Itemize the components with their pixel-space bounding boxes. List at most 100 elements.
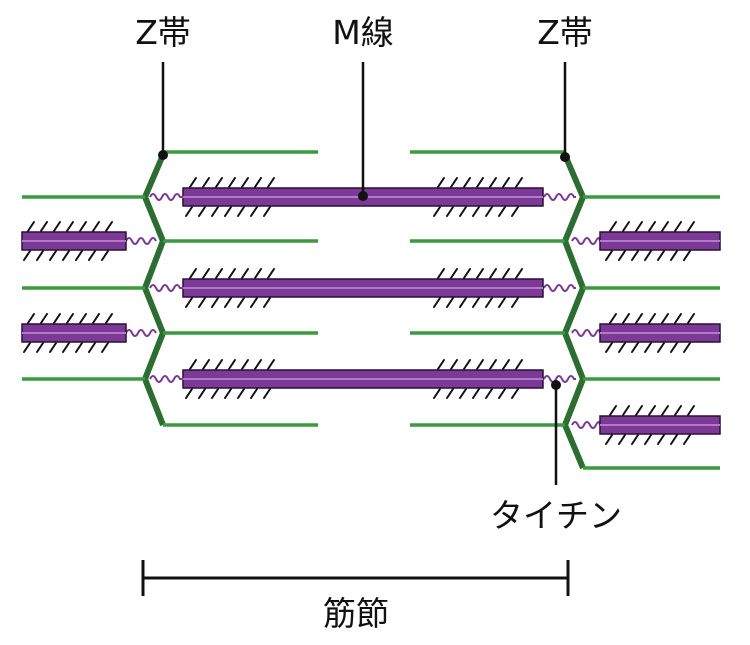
myosin-head bbox=[502, 268, 510, 279]
myosin-head bbox=[648, 221, 656, 232]
myosin-head bbox=[450, 359, 458, 370]
myosin-head bbox=[215, 177, 223, 188]
myosin-head bbox=[66, 313, 74, 324]
myosin-head bbox=[618, 250, 626, 261]
myosin-head bbox=[635, 221, 643, 232]
myosin-head bbox=[75, 250, 83, 261]
myosin-head bbox=[489, 268, 497, 279]
label-z-band-right: Z帯 bbox=[537, 13, 593, 52]
myosin-head bbox=[515, 359, 523, 370]
myosin-head bbox=[657, 434, 665, 445]
thick-filament-partial bbox=[599, 415, 721, 435]
myosin-head bbox=[228, 268, 236, 279]
myosin-head bbox=[674, 313, 682, 324]
myosin-head bbox=[92, 313, 100, 324]
myosin-head bbox=[674, 221, 682, 232]
myosin-head bbox=[631, 434, 639, 445]
myosin-head bbox=[485, 297, 493, 308]
titin-spring bbox=[149, 193, 182, 201]
myosin-head bbox=[185, 388, 193, 399]
myosin-head bbox=[657, 250, 665, 261]
myosin-head bbox=[687, 221, 695, 232]
myosin-head bbox=[202, 268, 210, 279]
myosin-head bbox=[446, 388, 454, 399]
myosin-head bbox=[511, 388, 519, 399]
myosin-head bbox=[79, 313, 87, 324]
myosin-head bbox=[635, 405, 643, 416]
z-line-right bbox=[561, 153, 587, 470]
myosin-head bbox=[27, 221, 35, 232]
myosin-head bbox=[40, 221, 48, 232]
myosin-head bbox=[228, 177, 236, 188]
sarcomere-scale-bar bbox=[141, 560, 570, 596]
myosin-head bbox=[609, 405, 617, 416]
myosin-head bbox=[476, 268, 484, 279]
label-titin: タイチン bbox=[490, 496, 622, 535]
myosin-head bbox=[189, 177, 197, 188]
titin-spring bbox=[149, 284, 182, 292]
myosin-head bbox=[263, 388, 271, 399]
myosin-head bbox=[27, 313, 35, 324]
myosin-head bbox=[241, 177, 249, 188]
myosin-head bbox=[489, 359, 497, 370]
thin-filaments bbox=[22, 150, 720, 470]
myosin-head bbox=[644, 434, 652, 445]
myosin-head bbox=[644, 342, 652, 353]
titin-springs bbox=[125, 193, 601, 429]
myosin-head bbox=[36, 250, 44, 261]
myosin-head bbox=[62, 342, 70, 353]
leader-dot-titin bbox=[551, 380, 561, 390]
myosin-head bbox=[605, 434, 613, 445]
myosin-head bbox=[433, 206, 441, 217]
myosin-head bbox=[515, 268, 523, 279]
myosin-head bbox=[644, 250, 652, 261]
thick-filament-partial bbox=[21, 231, 127, 251]
myosin-head bbox=[472, 297, 480, 308]
myosin-head bbox=[267, 177, 275, 188]
myosin-head bbox=[23, 342, 31, 353]
myosin-head bbox=[267, 359, 275, 370]
myosin-head bbox=[36, 342, 44, 353]
myosin-head bbox=[228, 359, 236, 370]
myosin-head bbox=[670, 250, 678, 261]
myosin-head bbox=[657, 342, 665, 353]
myosin-head bbox=[53, 313, 61, 324]
myosin-head bbox=[511, 206, 519, 217]
myosin-head bbox=[683, 434, 691, 445]
myosin-head bbox=[189, 359, 197, 370]
thick-filament-partial bbox=[21, 323, 127, 343]
myosin-head bbox=[450, 177, 458, 188]
myosin-head bbox=[670, 434, 678, 445]
myosin-head bbox=[463, 359, 471, 370]
myosin-head bbox=[224, 388, 232, 399]
myosin-head bbox=[437, 177, 445, 188]
myosin-head bbox=[635, 313, 643, 324]
myosin-head bbox=[609, 221, 617, 232]
myosin-head bbox=[215, 359, 223, 370]
myosin-head bbox=[250, 297, 258, 308]
titin-spring bbox=[125, 329, 157, 337]
myosin-head bbox=[648, 405, 656, 416]
myosin-head bbox=[511, 297, 519, 308]
myosin-head bbox=[485, 388, 493, 399]
myosin-head bbox=[198, 297, 206, 308]
myosin-head bbox=[485, 206, 493, 217]
myosin-head bbox=[49, 250, 57, 261]
myosin-head bbox=[622, 221, 630, 232]
myosin-head bbox=[622, 405, 630, 416]
myosin-head bbox=[224, 297, 232, 308]
thick-filament bbox=[182, 369, 544, 389]
titin-spring bbox=[125, 237, 157, 245]
myosin-head bbox=[254, 268, 262, 279]
myosin-head bbox=[62, 250, 70, 261]
myosin-head bbox=[198, 388, 206, 399]
myosin-head bbox=[683, 250, 691, 261]
myosin-head bbox=[683, 342, 691, 353]
myosin-head bbox=[674, 405, 682, 416]
myosin-head bbox=[237, 297, 245, 308]
myosin-head bbox=[687, 405, 695, 416]
myosin-head bbox=[502, 177, 510, 188]
thick-filament bbox=[182, 278, 544, 298]
leader-dot-z-left bbox=[158, 150, 168, 160]
